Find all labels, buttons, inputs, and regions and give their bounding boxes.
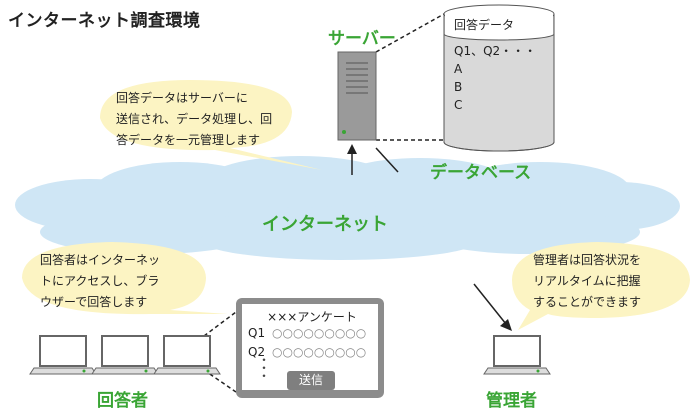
survey-question: Q2 ○○○○○○○○○ <box>248 345 366 359</box>
respondent-laptop-1 <box>29 335 97 375</box>
admin-label: 管理者 <box>486 391 537 411</box>
database-row: A <box>454 62 463 76</box>
respondent-note-bubble <box>22 242 228 315</box>
server-note-line: 回答データはサーバーに <box>116 91 248 105</box>
respondent-note-line: トにアクセスし、ブラ <box>40 274 160 288</box>
survey-title: ×××アンケート <box>267 310 357 324</box>
arrow-up-to-server <box>347 144 357 175</box>
server-note-bubble <box>100 80 322 170</box>
respondent-laptop-2 <box>91 335 159 375</box>
respondent-note-text: 回答者はインターネッ トにアクセスし、ブラ ウザーで回答します <box>40 250 190 313</box>
database-cylinder <box>443 4 555 152</box>
admin-note-bubble <box>512 242 690 330</box>
database-row: Q1、Q2・・・ <box>454 44 537 58</box>
admin-laptop <box>483 335 551 375</box>
question-label: Q2 <box>248 345 266 359</box>
database-title: 回答データ <box>454 18 515 32</box>
question-options[interactable]: ○○○○○○○○○ <box>272 345 367 359</box>
server-note-line: 送信され、データ処理し、回 <box>116 112 273 126</box>
server-db-connector <box>375 13 445 141</box>
respondent-note-line: 回答者はインターネッ <box>40 253 161 267</box>
page-title: インターネット調査環境 <box>8 11 201 31</box>
admin-note-line: リアルタイムに把握 <box>533 274 641 288</box>
server-tower <box>337 51 377 141</box>
database-contents: 回答データ Q1、Q2・・・ A B C <box>454 16 536 114</box>
survey-question: Q1 ○○○○○○○○○ <box>248 326 366 340</box>
admin-note-line: 管理者は回答状況を <box>533 253 642 267</box>
admin-note-line: することができます <box>533 295 642 309</box>
respondents-label: 回答者 <box>97 391 148 411</box>
more-questions-dots: ・ ・ ・ <box>258 353 271 383</box>
internet-label: インターネット <box>262 214 388 235</box>
database-label: データベース <box>430 163 532 183</box>
question-options[interactable]: ○○○○○○○○○ <box>272 326 367 340</box>
database-row: B <box>454 80 463 94</box>
question-label: Q1 <box>248 326 266 340</box>
server-label: サーバー <box>328 29 396 49</box>
server-note-text: 回答データはサーバーに 送信され、データ処理し、回 答データを一元管理します <box>116 88 286 151</box>
send-button[interactable]: 送信 <box>287 371 335 390</box>
admin-note-text: 管理者は回答状況を リアルタイムに把握 することができます <box>533 250 683 313</box>
server-note-line: 答データを一元管理します <box>116 133 261 147</box>
respondent-note-line: ウザーで回答します <box>40 295 148 309</box>
arrow-down-from-server <box>375 147 399 173</box>
arrow-to-admin <box>473 283 512 331</box>
respondent-laptop-3 <box>153 335 221 375</box>
database-row: C <box>454 98 463 112</box>
